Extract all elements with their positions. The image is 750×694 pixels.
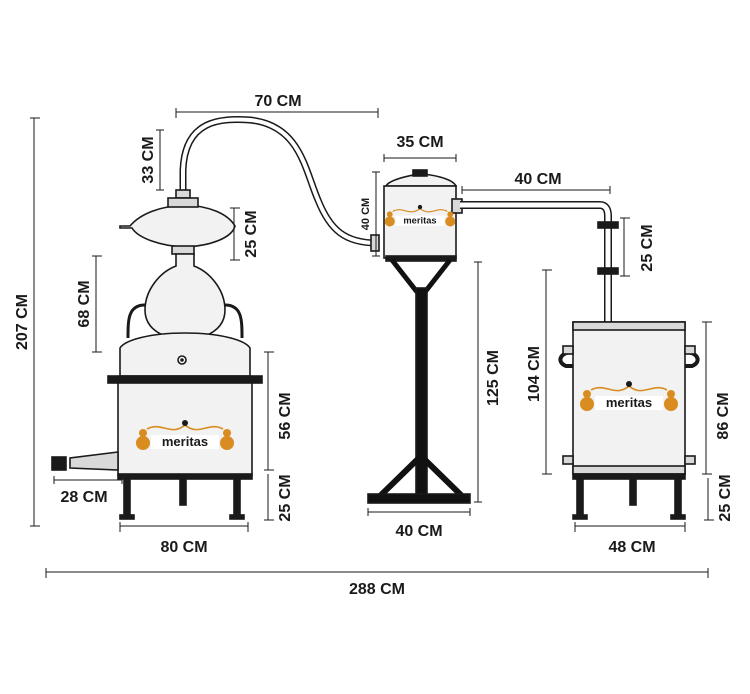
logo-preheater: meritas — [384, 204, 456, 228]
dim-total-height: 207 CM — [14, 294, 31, 350]
preheater-stand-column — [415, 287, 428, 497]
preheater-stand-struts — [390, 258, 452, 294]
dim-connector-height: 25 CM — [639, 224, 656, 271]
boiler-leg-left — [123, 478, 131, 518]
dim-helmet-height: 25 CM — [243, 210, 260, 257]
dim-lyne-arm-height: 33 CM — [140, 136, 157, 183]
condenser-connector-pipe — [460, 201, 612, 322]
condenser-outlet-port — [562, 455, 574, 465]
condenser-stand-top — [572, 473, 686, 480]
preheater-stand-base — [377, 451, 465, 499]
condenser-leg-right — [674, 478, 682, 518]
preheater-stand-top — [385, 255, 457, 262]
dim-drain-length: 28 CM — [60, 489, 107, 506]
logo-preheater-text: meritas — [403, 216, 436, 226]
dim-preheater-height: 40 CM — [360, 198, 372, 230]
onion-column — [144, 253, 226, 337]
helmet — [119, 204, 236, 248]
dim-lyne-arm-width: 70 CM — [254, 93, 301, 110]
boiler-dome — [119, 332, 251, 377]
dim-condenser-width: 48 CM — [608, 539, 655, 556]
dim-boiler-legs-height: 25 CM — [277, 474, 294, 521]
dim-preheater-stand-width: 40 CM — [395, 523, 442, 540]
boiler-body — [117, 382, 253, 476]
dimension-lines — [30, 108, 714, 578]
dim-condenser-body-height: 86 CM — [715, 392, 732, 439]
alembic-still — [51, 116, 700, 520]
drain-tap — [69, 451, 119, 471]
dim-total-width: 288 CM — [349, 581, 405, 598]
boiler-handle-right — [224, 303, 244, 339]
condenser-inlet-port — [562, 345, 574, 355]
boiler-leg-right — [233, 478, 241, 518]
dim-condenser-total-height: 104 CM — [526, 346, 543, 402]
boiler-rim — [107, 375, 263, 384]
dim-boiler-height: 56 CM — [277, 392, 294, 439]
dim-preheater-width: 35 CM — [396, 134, 443, 151]
condenser-leg-left — [576, 478, 584, 518]
logo-boiler: meritas — [135, 419, 235, 451]
boiler-leg-mid — [179, 478, 187, 506]
dim-boiler-width: 80 CM — [160, 539, 207, 556]
dim-connector-width: 40 CM — [514, 171, 561, 188]
boiler-handle-left — [126, 303, 146, 339]
dim-onion-height: 68 CM — [76, 280, 93, 327]
logo-condenser: meritas — [579, 380, 679, 412]
logo-condenser-text: meritas — [606, 395, 652, 410]
lyne-arm-pipe-inner — [181, 117, 378, 245]
logo-boiler-text: meritas — [162, 434, 208, 449]
dim-preheater-stand-height: 125 CM — [485, 350, 502, 406]
dim-condenser-legs-height: 25 CM — [717, 474, 734, 521]
dimension-labels: 207 CM 288 CM 70 CM 33 CM 25 CM 68 CM 56… — [14, 93, 734, 598]
condenser-leg-mid — [629, 478, 637, 506]
